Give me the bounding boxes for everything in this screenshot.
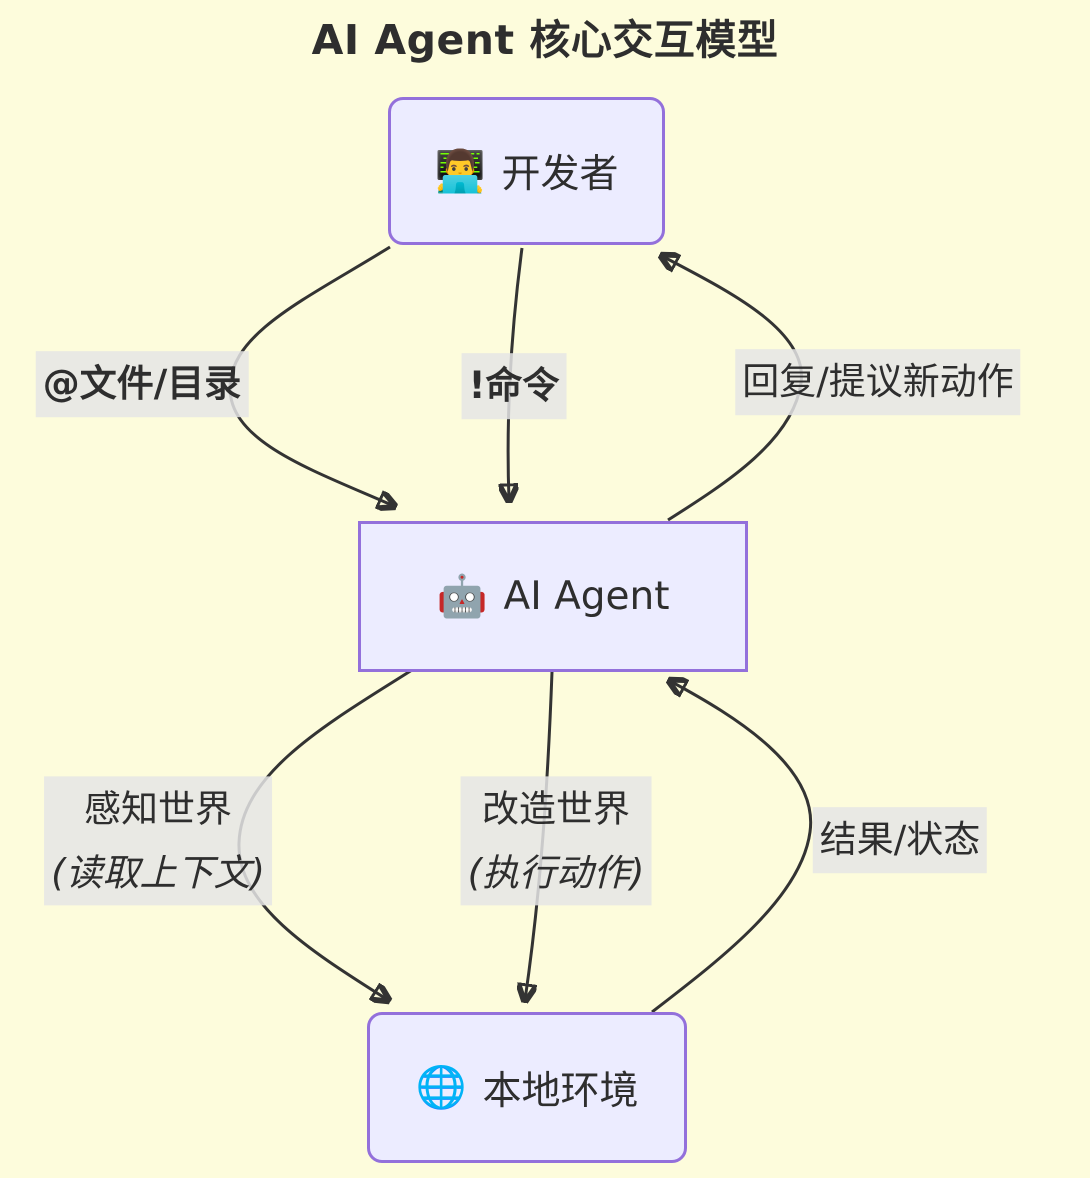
node-developer-label: 开发者 bbox=[501, 152, 619, 197]
edge-label-files-dirs: @文件/目录 bbox=[35, 351, 249, 417]
edge-developer-to-agent-files bbox=[228, 245, 394, 506]
node-developer: 👨‍💻 开发者 bbox=[388, 97, 665, 245]
node-ai-agent-label: AI Agent bbox=[503, 574, 670, 619]
edge-label-perceive-world: 感知世界 (读取上下文) bbox=[44, 776, 272, 906]
edge-label-perceive-line1: 感知世界 bbox=[84, 787, 232, 831]
edge-env-to-agent-result bbox=[651, 681, 813, 1014]
diagram-title: AI Agent 核心交互模型 bbox=[311, 16, 779, 64]
edge-label-files-dirs-text: @文件/目录 bbox=[42, 362, 242, 406]
node-local-environment: 🌐 本地环境 bbox=[367, 1012, 687, 1163]
edge-label-reply: 回复/提议新动作 bbox=[735, 349, 1021, 415]
robot-icon: 🤖 bbox=[436, 572, 488, 620]
globe-icon: 🌐 bbox=[415, 1063, 467, 1111]
edge-label-reply-text: 回复/提议新动作 bbox=[742, 360, 1014, 404]
edge-label-modify-world: 改造世界 (执行动作) bbox=[460, 776, 652, 906]
node-local-environment-label: 本地环境 bbox=[482, 1068, 639, 1114]
edge-label-modify-line1: 改造世界 bbox=[482, 787, 630, 831]
edge-label-result-status-text: 结果/状态 bbox=[819, 818, 981, 862]
node-ai-agent: 🤖 AI Agent bbox=[358, 521, 748, 672]
edge-label-command: !命令 bbox=[461, 353, 567, 419]
edge-label-modify-line2: (执行动作) bbox=[467, 851, 645, 894]
edge-label-perceive-line2: (读取上下文) bbox=[51, 851, 265, 894]
edge-label-result-status: 结果/状态 bbox=[812, 807, 988, 873]
edge-label-command-text: !命令 bbox=[468, 364, 560, 408]
developer-icon: 👨‍💻 bbox=[434, 146, 486, 195]
